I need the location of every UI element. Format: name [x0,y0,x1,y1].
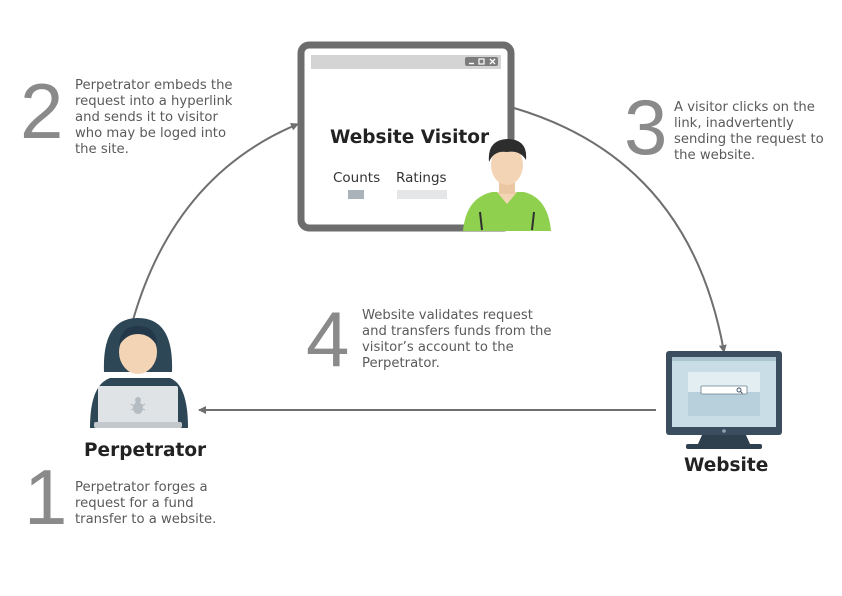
step-2-number: 2 [20,67,64,155]
search-icon [736,387,743,394]
step-3-text: A visitor clicks on the link, inadverten… [674,100,824,163]
step-3-number: 3 [624,83,668,171]
step-1-number: 1 [24,453,68,541]
visitor-title: Website Visitor [330,127,490,148]
counts-bar [348,190,364,199]
visitor-browser-window [297,41,515,232]
perpetrator-avatar [90,318,188,428]
ratings-bar [397,190,447,199]
visitor-avatar [463,139,551,231]
step-2-text: Perpetrator embeds the request into a hy… [75,78,233,157]
step-4-text: Website validates request and transfers … [362,308,552,371]
step-1-text: Perpetrator forges a request for a fund … [75,480,217,527]
perpetrator-label: Perpetrator [84,440,207,461]
close-icon[interactable] [489,58,496,65]
website-label: Website [684,455,769,476]
bug-icon [130,397,146,414]
ratings-label: Ratings [396,170,447,186]
step-4-number: 4 [306,295,350,383]
arrow-visitor-to-website [513,107,727,353]
counts-label: Counts [333,170,381,186]
arrow-perpetrator-to-visitor [132,122,299,321]
maximize-icon[interactable] [478,58,485,65]
website-monitor [666,351,782,449]
